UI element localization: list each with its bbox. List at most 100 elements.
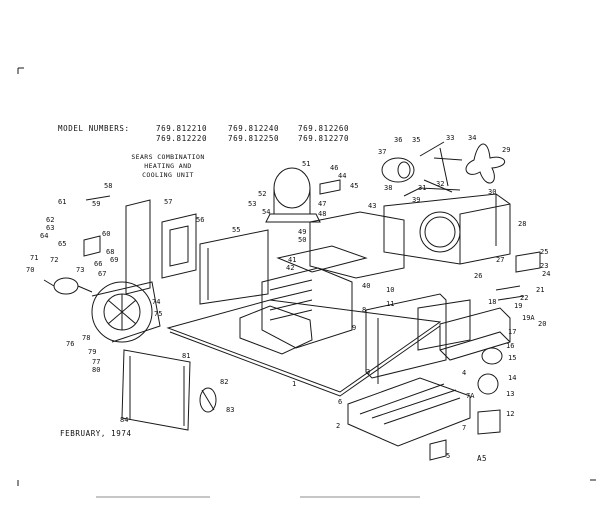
part-number: 52 [258,190,266,198]
tube-part [85,195,111,201]
part-number: 84 [120,416,128,424]
condenser-box-edge [459,194,511,264]
part-number: 14 [508,374,516,382]
part-number-labels: 1 2 3 4 5 6 7 7A 8 9 10 11 12 13 14 15 1… [26,134,550,460]
part-number: 83 [226,406,234,414]
model-number: 769.812210 [156,124,208,133]
part-number: 31 [418,184,426,192]
air-filter-edge [129,356,185,426]
base-panel-edge [169,325,441,397]
part-number: 35 [412,136,420,144]
part-number: 27 [496,256,504,264]
blower-housing [91,281,153,343]
part-number: 34 [468,134,476,142]
part-number: 12 [506,410,514,418]
part-number: 26 [474,272,482,280]
part-number: 77 [92,358,100,366]
capacitor-part [477,373,499,395]
part-number: 4 [462,369,466,377]
part-number: 57 [164,198,172,206]
model-number: 769.812270 [298,134,350,143]
part-number: 6 [338,398,342,406]
drawer-tray [347,377,471,447]
part-number: 5 [446,452,450,460]
compressor-base [265,213,321,223]
part-number: 9 [352,324,356,332]
blower-wheel-spokes [107,294,137,330]
part-number: 49 [298,228,306,236]
part-number: 8 [362,306,366,314]
partition-panel [309,211,405,279]
part-number: 70 [26,266,34,274]
part-number: 59 [92,200,100,208]
compressor [273,167,311,209]
fan-motor-end [397,161,411,179]
duct-box [439,307,511,361]
part-number: 48 [318,210,326,218]
part-number: 20 [538,320,546,328]
unit-title-line: HEATING AND [144,162,192,170]
relay-part [477,409,501,435]
air-filter [121,349,191,431]
part-number: 47 [318,200,326,208]
diagram-date: FEBRUARY, 1974 [60,429,132,438]
part-number: 76 [66,340,74,348]
part-number: 66 [94,260,102,268]
part-number: 64 [40,232,48,240]
blower-motor [53,277,79,295]
part-number: 67 [98,270,106,278]
part-number: 51 [302,160,310,168]
part-number: 24 [542,270,550,278]
part-number: 16 [506,342,514,350]
part-number: 19 [514,302,522,310]
part-number: 81 [182,352,190,360]
part-number: 2 [336,422,340,430]
access-door-window [169,225,189,267]
part-number: 46 [330,164,338,172]
unit-title-line: COOLING UNIT [142,171,194,179]
part-number: 60 [102,230,110,238]
part-number: 54 [262,208,270,216]
part-number: 42 [286,264,294,272]
part-number: 40 [362,282,370,290]
filter-frame [125,199,151,295]
model-numbers-label: MODEL NUMBERS: [58,124,130,133]
part-number: 74 [152,298,160,306]
part-number: 28 [518,220,526,228]
fan-blade [465,143,505,184]
part-number: 73 [76,266,84,274]
fan-opening [419,211,461,253]
part-number: 61 [58,198,66,206]
model-number: 769.812240 [228,124,280,133]
access-door [161,213,197,279]
part-number: 7 [462,424,466,432]
switch-part [429,439,447,461]
part-number: 55 [232,226,240,234]
part-number: 58 [104,182,112,190]
part-number: 80 [92,366,100,374]
model-number: 769.812260 [298,124,350,133]
inner-panel [417,299,471,351]
cabinet-wall [199,229,269,305]
part-number: 41 [288,256,296,264]
model-number: 769.812250 [228,134,280,143]
part-number: 38 [384,184,392,192]
part-number: 78 [82,334,90,342]
part-number: 50 [298,236,306,244]
part-number: 72 [50,256,58,264]
base-panel [166,299,442,393]
part-number: 25 [540,248,548,256]
part-number: 18 [488,298,496,306]
valve-part [83,235,101,257]
part-number: 63 [46,224,54,232]
part-number: 69 [110,256,118,264]
part-number: 29 [502,146,510,154]
duct-box-edge [439,331,511,351]
condenser-box [383,193,511,265]
control-box [515,251,541,273]
part-number: 7A [466,392,475,400]
blower-motor-shaft [43,279,93,293]
part-number: 65 [58,240,66,248]
coil-part [199,387,217,413]
